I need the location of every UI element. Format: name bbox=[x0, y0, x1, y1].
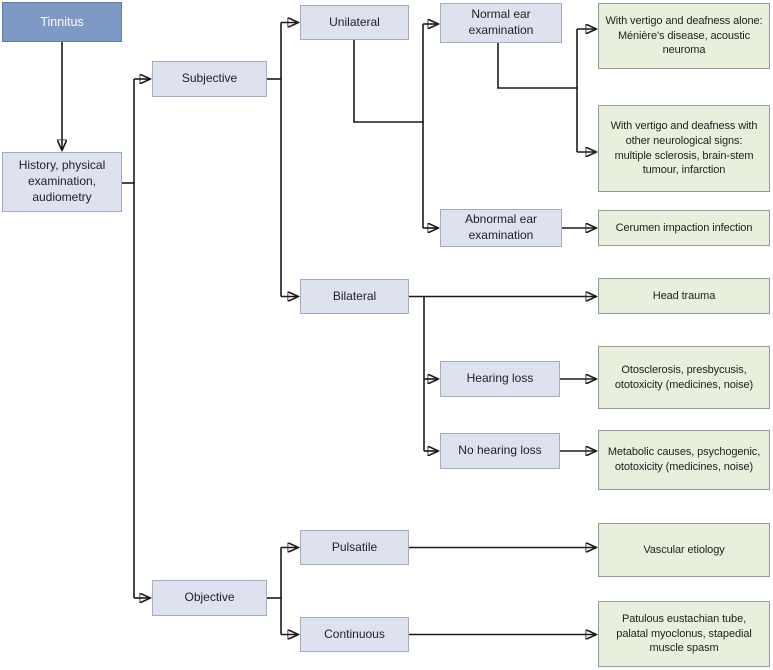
node-abnormal-ear-examination: Abnormal ear examination bbox=[440, 209, 562, 247]
node-continuous: Continuous bbox=[300, 617, 409, 652]
outcome-otosclerosis-presbycusis: Otosclerosis, presbycusis, ototoxicity (… bbox=[598, 346, 770, 409]
edge-normal-ear-down bbox=[497, 43, 578, 89]
outcome-vertigo-deafness-alone: With vertigo and deafness alone: Ménière… bbox=[598, 3, 770, 69]
node-no-hearing-loss: No hearing loss bbox=[440, 433, 560, 469]
node-unilateral: Unilateral bbox=[300, 5, 409, 40]
outcome-vascular-etiology: Vascular etiology bbox=[598, 523, 770, 577]
outcome-vertigo-deafness-neurological: With vertigo and deafness with other neu… bbox=[598, 105, 770, 192]
node-normal-ear-examination: Normal ear examination bbox=[440, 3, 562, 43]
node-objective: Objective bbox=[152, 580, 267, 616]
outcome-head-trauma: Head trauma bbox=[598, 278, 770, 314]
node-subjective: Subjective bbox=[152, 61, 267, 97]
node-hearing-loss: Hearing loss bbox=[440, 361, 560, 397]
node-pulsatile: Pulsatile bbox=[300, 530, 409, 565]
node-tinnitus: Tinnitus bbox=[2, 2, 122, 42]
outcome-cerumen-impaction-infection: Cerumen impaction infection bbox=[598, 210, 770, 246]
outcome-patulous-eustachian: Patulous eustachian tube, palatal myoclo… bbox=[598, 601, 770, 667]
edge-unilateral-down bbox=[353, 40, 424, 123]
node-history-exam-audiometry: History, physical examination, audiometr… bbox=[2, 152, 122, 212]
node-bilateral: Bilateral bbox=[300, 279, 409, 314]
outcome-metabolic-psychogenic: Metabolic causes, psychogenic, ototoxici… bbox=[598, 430, 770, 490]
